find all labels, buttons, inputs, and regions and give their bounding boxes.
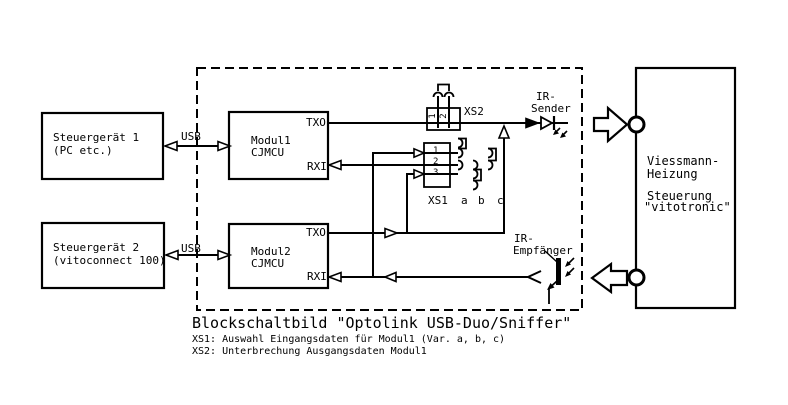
xs1-jumper-b (472, 159, 482, 191)
phototransistor-base-bar (556, 258, 561, 285)
wire-xs1-pin1-feed (372, 152, 414, 277)
arrow-right-txo2 (384, 227, 400, 239)
arrow-up-riser (497, 123, 511, 139)
dashed-boundary-box (196, 67, 583, 311)
ir-sender-led (540, 115, 568, 138)
box-modul2 (227, 222, 330, 290)
phototransistor-emitter-arrow (547, 283, 555, 290)
arrow-left-rxi2-mid (382, 271, 397, 283)
ir-empfaenger-label-line1: IR- (514, 232, 534, 245)
box-steuergeraet2 (40, 221, 166, 290)
viessmann-label-line2: Heizung (647, 167, 698, 181)
optolink-port-bottom (627, 268, 646, 287)
modul2-pin-rxi: RXI (307, 270, 327, 283)
modul1-label-line2: CJMCU (251, 146, 285, 159)
usb1-arrow-right (217, 140, 233, 152)
viessmann-label-line4: "vitotronic" (644, 200, 731, 214)
steuergeraet2-label-line1: Steuergerät 2 (53, 241, 140, 254)
modul2-label-line1: Modul2 (251, 245, 291, 258)
xs2-connector (426, 83, 461, 131)
ir-sender-label-line1: IR- (536, 90, 556, 103)
modul1-pin-rxi: RXI (307, 160, 327, 173)
xs1-pin2-number: 2 (433, 157, 439, 167)
usb2-arrow-left (163, 249, 179, 261)
xs1-pin1-number: 1 (433, 146, 439, 156)
receiver-light-arrows (565, 257, 575, 277)
box-viessmann-heizung (634, 66, 737, 310)
diagram-note-xs1: XS1: Auswahl Eingangsdaten für Modul1 (V… (192, 334, 506, 345)
led-light-arrows (553, 127, 568, 138)
xs2-label: XS2 (464, 105, 484, 118)
xs1-variant-b-label: b (478, 194, 485, 207)
xs1-jumper-a (457, 137, 467, 171)
usb2-label: USB (181, 242, 201, 255)
modul1-label-line1: Modul1 (251, 134, 291, 147)
arrow-into-xs1-pin3 (413, 168, 427, 180)
usb1-arrow-left (162, 140, 178, 152)
usb2-link (163, 249, 233, 261)
arrow-into-modul1-rxi (326, 159, 342, 171)
wire-xs1-pin3-feed (406, 173, 414, 233)
box-steuergeraet1 (40, 111, 165, 181)
steuergeraet1-label-line1: Steuergerät 1 (53, 131, 140, 144)
xs1-variant-c-label: c (497, 194, 504, 207)
led-triangle (540, 115, 554, 131)
arrow-to-ir-led (525, 117, 541, 129)
modul2-label-line2: CJMCU (251, 257, 285, 270)
arrow-into-modul2-rxi (326, 271, 342, 283)
xs1-jumper-c (487, 147, 497, 171)
usb1-link (162, 140, 233, 152)
phototransistor-collector (544, 250, 558, 263)
diagram-note-xs2: XS2: Unterbrechung Ausgangsdaten Modul1 (192, 346, 427, 357)
block-arrow-from-heating (590, 261, 629, 295)
diagram-title: Blockschaltbild "Optolink USB-Duo/Sniffe… (192, 314, 572, 332)
arrow-into-xs1-pin1 (413, 147, 427, 159)
xs1-label: XS1 (428, 194, 448, 207)
arrow-open-from-ir-receiver (525, 270, 542, 284)
xs1-connector (423, 137, 497, 191)
xs2-box (426, 107, 461, 131)
ir-sender-label-line2: Sender (531, 102, 571, 115)
xs1-variant-a-label: a (461, 194, 468, 207)
xs1-pin3-number: 3 (433, 168, 439, 178)
ir-empfaenger-label-line2: Empfänger (513, 244, 573, 257)
usb1-label: USB (181, 130, 201, 143)
modul2-pin-txo: TXO (306, 226, 326, 239)
xs1-box (423, 142, 451, 188)
optolink-port-top (627, 115, 646, 134)
xs2-socket-2 (443, 91, 455, 98)
xs2-jumper-bracket (437, 83, 450, 91)
viessmann-label-line1: Viessmann- (647, 154, 720, 168)
block-arrow-to-heating (592, 105, 629, 144)
modul1-pin-txo: TXO (306, 116, 326, 129)
steuergeraet2-label-line2: (vitoconnect 100) (53, 254, 166, 267)
steuergeraet1-label-line2: (PC etc.) (53, 144, 113, 157)
xs2-socket-1 (432, 91, 444, 98)
xs2-pin2-number: 2 (439, 113, 449, 119)
ir-receiver-phototransistor (544, 250, 575, 304)
viessmann-label-line3: Steuerung (647, 189, 713, 203)
usb2-arrow-right (217, 249, 233, 261)
